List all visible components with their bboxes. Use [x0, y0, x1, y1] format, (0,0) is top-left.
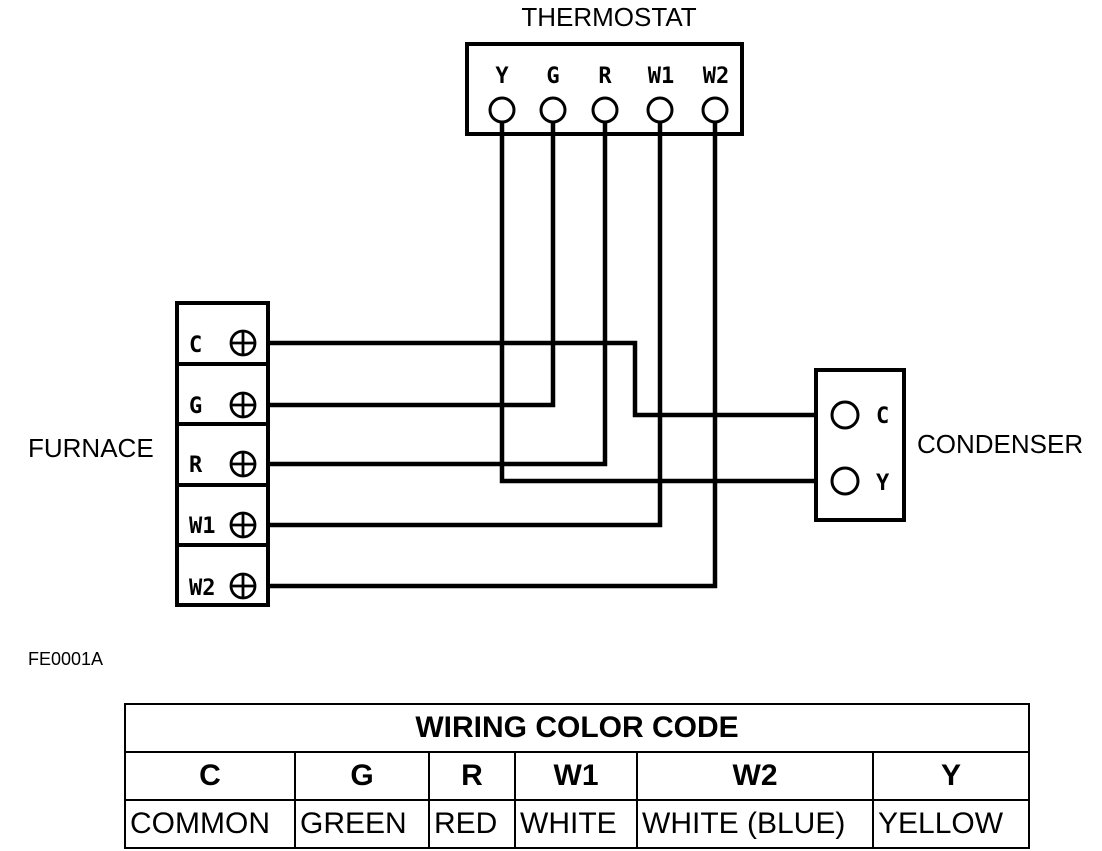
furnace-terminal-label-g: G	[189, 394, 202, 419]
code-cell-w2: W2	[636, 751, 874, 801]
wire-r	[260, 122, 608, 467]
thermostat-terminal-y-icon	[488, 96, 516, 124]
table-row: C G R W1 W2 Y	[124, 751, 1031, 801]
code-cell-y: Y	[871, 751, 1031, 801]
thermostat-terminal-label-w2: W2	[703, 64, 730, 89]
code-cell-r: R	[428, 751, 516, 801]
code-cell-g: G	[294, 751, 430, 801]
thermostat-label: THERMOSTAT	[521, 2, 696, 32]
thermostat-terminal-r-icon	[591, 96, 619, 124]
color-cell-w2: WHITE (BLUE)	[636, 799, 874, 849]
wire-y	[499, 122, 830, 484]
furnace-box	[175, 301, 270, 607]
condenser-label: CONDENSER	[917, 429, 1083, 459]
color-cell-g: GREEN	[294, 799, 430, 849]
furnace-screw-w1-icon	[229, 511, 257, 539]
furnace-terminal-label-c: C	[189, 333, 202, 358]
condenser-box	[814, 368, 906, 522]
wire-w1	[260, 122, 663, 528]
wire-c	[260, 340, 830, 418]
furnace-terminal-label-w2: W2	[189, 576, 216, 601]
furnace-screw-w2-icon	[229, 572, 257, 600]
color-cell-w1: WHITE	[514, 799, 638, 849]
condenser-terminal-c-icon	[830, 400, 860, 430]
wiring-color-code-table: WIRING COLOR CODE C G R W1 W2 Y COMMON G…	[123, 703, 1031, 849]
table-row: COMMON GREEN RED WHITE WHITE (BLUE) YELL…	[124, 799, 1031, 849]
thermostat-terminal-g-icon	[539, 96, 567, 124]
figure-code: FE0001A	[28, 649, 103, 669]
code-cell-w1: W1	[514, 751, 638, 801]
wire-g	[260, 122, 556, 408]
furnace-terminal-label-r: R	[189, 453, 203, 478]
furnace-screw-r-icon	[229, 450, 257, 478]
color-cell-r: RED	[428, 799, 516, 849]
table-title: WIRING COLOR CODE	[123, 703, 1031, 753]
color-cell-y: YELLOW	[871, 799, 1031, 849]
thermostat-terminal-label-r: R	[598, 64, 612, 89]
thermostat-terminal-label-w1: W1	[648, 64, 675, 89]
thermostat-terminal-w2-icon	[701, 96, 729, 124]
thermostat-terminal-w1-icon	[646, 96, 674, 124]
thermostat-terminal-label-y: Y	[495, 64, 509, 89]
condenser-terminal-label-c: C	[876, 404, 889, 429]
furnace-label: FURNACE	[28, 433, 154, 463]
furnace-screw-c-icon	[229, 329, 257, 357]
condenser-terminal-label-y: Y	[876, 471, 890, 496]
furnace-screw-g-icon	[229, 391, 257, 419]
code-cell-c: C	[124, 751, 296, 801]
wire-w2	[260, 122, 718, 589]
condenser-terminal-y-icon	[830, 466, 860, 496]
color-cell-c: COMMON	[124, 799, 296, 849]
thermostat-terminal-label-g: G	[546, 64, 559, 89]
furnace-terminal-label-w1: W1	[189, 514, 216, 539]
